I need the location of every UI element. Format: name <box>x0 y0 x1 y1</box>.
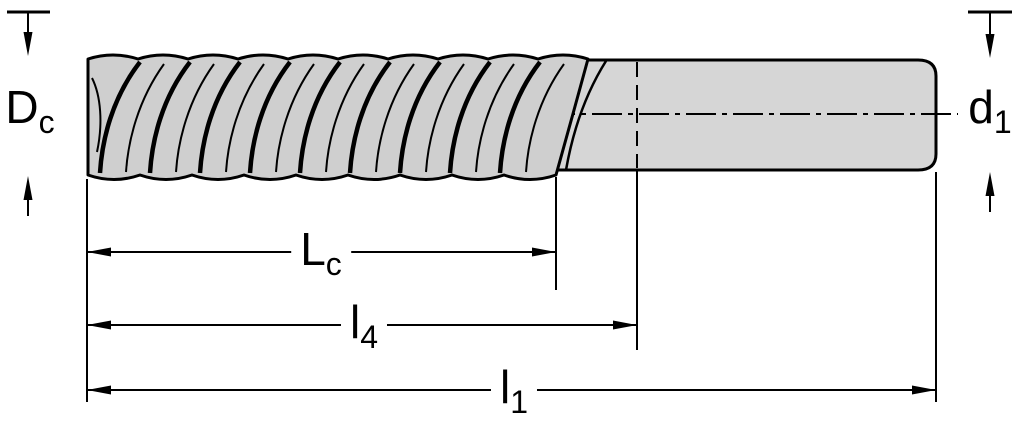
label-cutting-length: Lc <box>291 226 351 280</box>
l1-left-arrowhead <box>87 385 111 395</box>
label-overall-length-sub: 1 <box>510 384 529 420</box>
label-cutting-length-sub: c <box>325 246 342 282</box>
lc-left-arrowhead <box>87 247 111 257</box>
label-shank-diameter-base: d <box>968 81 994 133</box>
flute-section <box>86 53 590 181</box>
label-overall-length-base: l <box>499 361 511 413</box>
l1-right-arrowhead <box>912 385 936 395</box>
label-overall-length: l1 <box>490 361 538 420</box>
end-face-curve <box>91 77 102 153</box>
dc-top-arrowhead <box>23 32 33 56</box>
label-cutting-diameter-base: D <box>5 81 39 133</box>
label-shank-diameter-sub: 1 <box>993 104 1012 140</box>
label-shank-diameter: d1 <box>968 84 1011 138</box>
d1-bottom-arrowhead <box>985 172 995 196</box>
label-l4-length-sub: 4 <box>360 319 379 355</box>
label-l4-length: l4 <box>340 296 388 355</box>
lc-right-arrowhead <box>532 247 556 257</box>
d1-top-arrowhead <box>985 34 995 58</box>
flute-runout-curve <box>564 60 608 171</box>
l4-left-arrowhead <box>87 320 111 330</box>
label-l4-length-base: l <box>349 296 361 348</box>
label-cutting-diameter-sub: c <box>38 104 55 140</box>
label-cutting-length-base: L <box>300 223 326 275</box>
dim-shank-diameter <box>968 10 1012 212</box>
l4-right-arrowhead <box>613 320 637 330</box>
flute-helix-lines <box>91 62 565 173</box>
label-cutting-diameter: Dc <box>5 84 54 138</box>
dc-bottom-arrowhead <box>23 176 33 200</box>
dim-cutting-diameter <box>7 10 50 216</box>
